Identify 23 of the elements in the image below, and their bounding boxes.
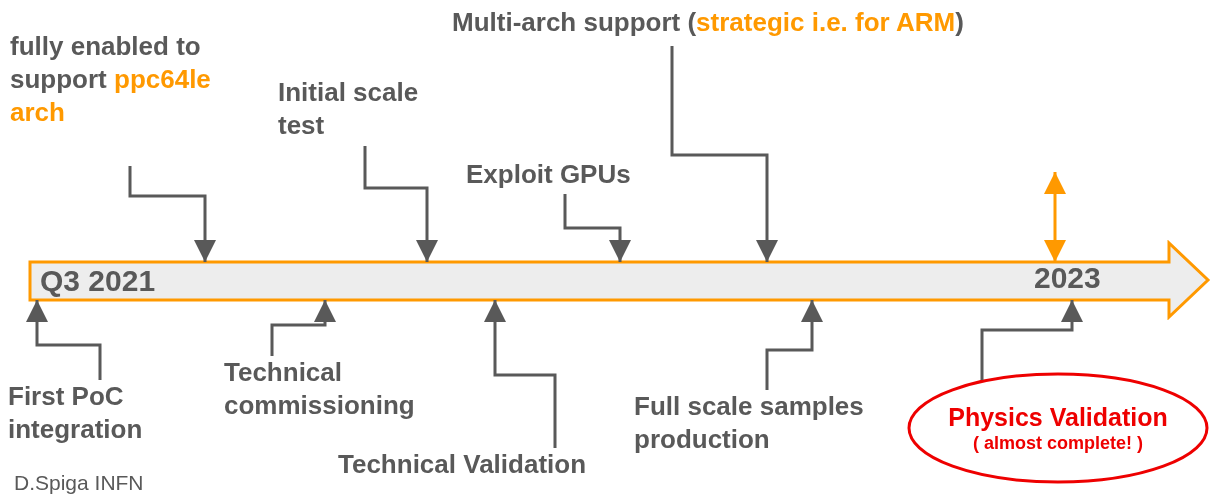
milestone-label: Physics Validation [948,402,1168,432]
arrow [980,300,1083,380]
arrow [26,300,102,380]
milestone-label: Technical commissioning [224,356,416,422]
arrow [670,46,778,262]
milestone-label: Full scale samples production [634,390,865,456]
arrow [484,300,557,448]
arrow [128,166,216,262]
author-note: D.Spiga INFN [14,470,144,496]
end-date: 2023 [1034,260,1101,296]
milestone-label: Exploit GPUs [466,158,632,191]
arrow [363,146,438,262]
status-note: ( almost complete! ) [973,432,1143,454]
double-arrow [1044,172,1066,262]
arrow [563,194,631,262]
start-date: Q3 2021 [40,263,156,299]
arrow [765,300,823,390]
milestone-label: Technical Validation [338,448,588,481]
milestone-label: Initial scale test [278,76,420,142]
milestone-label: Multi-arch support (strategic i.e. for ARM) [452,6,965,39]
milestone-label: First PoC integration [8,380,144,446]
milestone-label: fully enabled to support ppc64le arch [10,30,212,129]
arrow [270,300,336,356]
